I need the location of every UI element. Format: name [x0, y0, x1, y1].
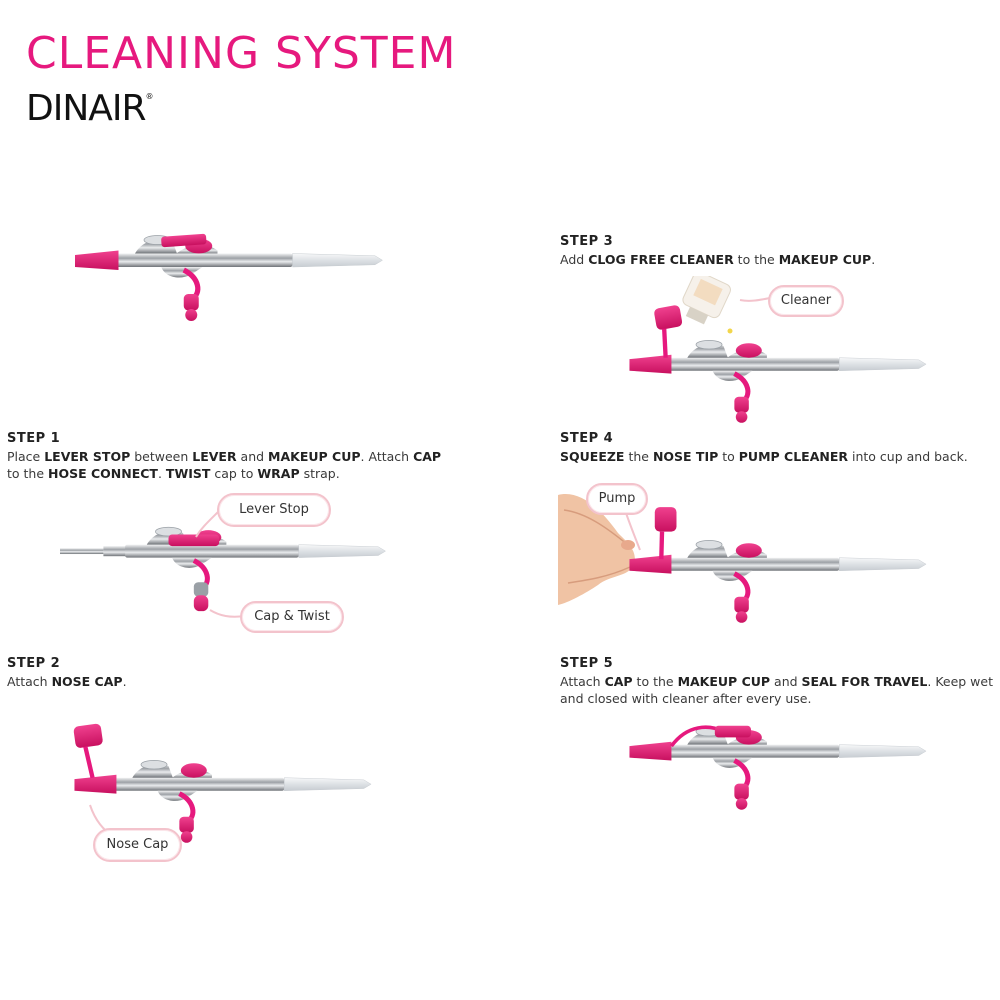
step-3: STEP 3 Add CLOG FREE CLEANER to the MAKE…	[560, 233, 960, 268]
s1-text-segment: .	[157, 466, 166, 481]
s4-text-segment: into cup and back.	[848, 449, 968, 464]
brand-logo: DINAIR®	[26, 88, 154, 129]
callout-cleaner: Cleaner	[768, 285, 844, 317]
s4-text-segment: NOSE TIP	[652, 449, 719, 464]
cleaner-bottle-image	[682, 276, 733, 334]
step-2-text: Attach NOSE CAP.	[7, 673, 427, 690]
s1-text-segment: HOSE CONNECT	[48, 466, 158, 481]
step-5-text: Attach CAP to the MAKEUP CUP and SEAL FO…	[560, 673, 1000, 707]
s1-text-segment: WRAP	[257, 466, 300, 481]
airbrush-image-step-5	[629, 725, 927, 810]
s2-text-segment: NOSE CAP	[51, 674, 123, 689]
s1-text-segment: strap.	[299, 466, 340, 481]
s5-text-segment: and	[770, 674, 802, 689]
page-title: CLEANING SYSTEM	[26, 28, 457, 79]
s4-text-segment: to	[718, 449, 739, 464]
step-2-heading: STEP 2	[7, 656, 61, 671]
step-3-heading: STEP 3	[560, 234, 614, 249]
s5-text-segment: MAKEUP CUP	[677, 674, 771, 689]
s4-text-segment: SQUEEZE	[560, 449, 625, 464]
s3-text-segment: MAKEUP CUP	[778, 252, 872, 267]
s1-text-segment: Place	[7, 449, 45, 464]
s2-text-segment: Attach	[7, 674, 52, 689]
s1-text-segment: cap to	[210, 466, 258, 481]
brand-name: DINAIR	[26, 88, 147, 129]
s1-text-segment: to the	[7, 466, 49, 481]
callout-lever-stop: Lever Stop	[217, 493, 331, 527]
s3-text-segment: Add	[560, 252, 589, 267]
s3-text-segment: CLOG FREE CLEANER	[588, 252, 734, 267]
step-1-text: Place LEVER STOP between LEVER and MAKEU…	[7, 448, 447, 482]
leader-cleaner	[739, 297, 771, 302]
step-5: STEP 5 Attach CAP to the MAKEUP CUP and …	[560, 655, 1000, 707]
airbrush-image-step-4	[629, 507, 927, 623]
s5-text-segment: CAP	[604, 674, 633, 689]
s1-text-segment: LEVER STOP	[44, 449, 131, 464]
callout-pump: Pump	[586, 483, 648, 515]
s1-text-segment: TWIST	[165, 466, 211, 481]
s1-text-segment: MAKEUP CUP	[268, 449, 361, 464]
s1-text-segment: CAP	[413, 449, 442, 464]
step-2: STEP 2 Attach NOSE CAP.	[7, 655, 427, 690]
callout-cap-twist: Cap & Twist	[240, 601, 344, 633]
step-4-text: SQUEEZE the NOSE TIP to PUMP CLEANER int…	[560, 448, 1000, 465]
s2-text-segment: .	[122, 674, 127, 689]
s1-text-segment: LEVER	[192, 449, 237, 464]
s4-text-segment: the	[624, 449, 653, 464]
step-3-text: Add CLOG FREE CLEANER to the MAKEUP CUP.	[560, 251, 960, 268]
step-4: STEP 4 SQUEEZE the NOSE TIP to PUMP CLEA…	[560, 430, 1000, 465]
hand-pumping-image	[558, 494, 635, 605]
step-4-heading: STEP 4	[560, 431, 614, 446]
s1-text-segment: . Attach	[360, 449, 414, 464]
s1-text-segment: and	[236, 449, 269, 464]
callout-nose-cap: Nose Cap	[93, 828, 182, 862]
s5-text-segment: . Keep wet and closed with cleaner after…	[560, 674, 993, 706]
step-5-heading: STEP 5	[560, 656, 614, 671]
s3-text-segment: .	[871, 252, 876, 267]
airbrush-image-step-1	[60, 526, 386, 612]
step-1: STEP 1 Place LEVER STOP between LEVER an…	[7, 430, 447, 482]
s5-text-segment: SEAL FOR TRAVEL	[801, 674, 928, 689]
registered-mark: ®	[145, 92, 154, 101]
s4-text-segment: PUMP CLEANER	[738, 449, 849, 464]
s1-text-segment: between	[130, 449, 193, 464]
airbrush-image-step-2	[73, 723, 372, 843]
step-1-heading: STEP 1	[7, 431, 61, 446]
s5-text-segment: Attach	[560, 674, 605, 689]
airbrush-image-step-3	[629, 305, 927, 423]
s5-text-segment: to the	[632, 674, 678, 689]
airbrush-image-intro	[75, 233, 383, 321]
s3-text-segment: to the	[733, 252, 779, 267]
